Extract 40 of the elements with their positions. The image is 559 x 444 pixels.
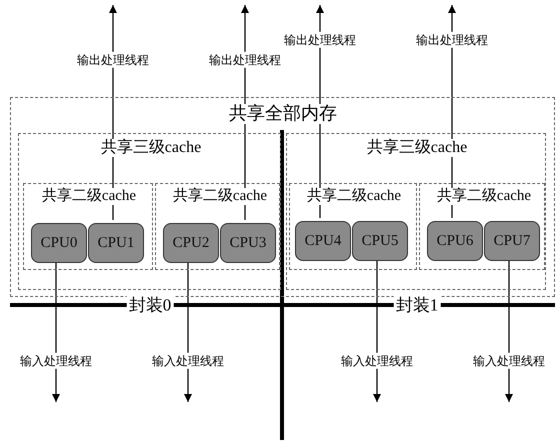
cache-region	[18, 133, 281, 290]
edge-label: 输出处理线程	[416, 32, 488, 48]
cpu-box	[163, 223, 219, 263]
arrow	[505, 258, 513, 402]
cache-region	[23, 183, 153, 270]
cpu-label: CPU5	[362, 232, 398, 250]
edge-label: 输入处理线程	[152, 352, 224, 370]
edge-label: 输出处理线程	[284, 32, 356, 48]
cpu-label: CPU2	[172, 234, 210, 252]
edge-label: 输入处理线程	[20, 352, 92, 370]
cpu-box	[484, 221, 540, 261]
cpu-box	[88, 223, 144, 263]
cpu-box	[31, 223, 87, 263]
edge-label: 输出处理线程	[77, 52, 149, 68]
cpu-box	[295, 221, 351, 261]
edge-label: 输出处理线程	[209, 52, 281, 68]
region-title: 共享二级cache	[172, 188, 268, 204]
cpu-box	[220, 223, 276, 263]
cpu-label: CPU4	[304, 232, 342, 250]
edge-label: 输入处理线程	[341, 352, 413, 370]
region-title: 共享三级cache	[366, 139, 468, 157]
cpu-box	[427, 221, 483, 261]
region-title: 共享二级cache	[40, 188, 138, 204]
cache-region	[286, 133, 546, 290]
cpu-box	[352, 221, 408, 261]
cpu-label: CPU0	[40, 234, 78, 252]
cache-region	[155, 183, 280, 270]
region-title: 共享三级cache	[100, 139, 202, 157]
cpu-label: CPU1	[98, 234, 134, 252]
cpu-label: CPU7	[494, 232, 530, 250]
cache-region	[419, 183, 545, 270]
region-title: 共享二级cache	[436, 188, 532, 204]
region-title: 共享二级cache	[306, 188, 402, 204]
cpu-label: CPU3	[230, 234, 266, 252]
cpu-label: CPU6	[436, 232, 474, 250]
cache-region	[10, 97, 555, 297]
arrow	[373, 258, 381, 402]
edge-label: 输入处理线程	[473, 352, 545, 370]
cache-region	[289, 183, 417, 270]
region-title: 共享全部内存	[228, 104, 338, 124]
